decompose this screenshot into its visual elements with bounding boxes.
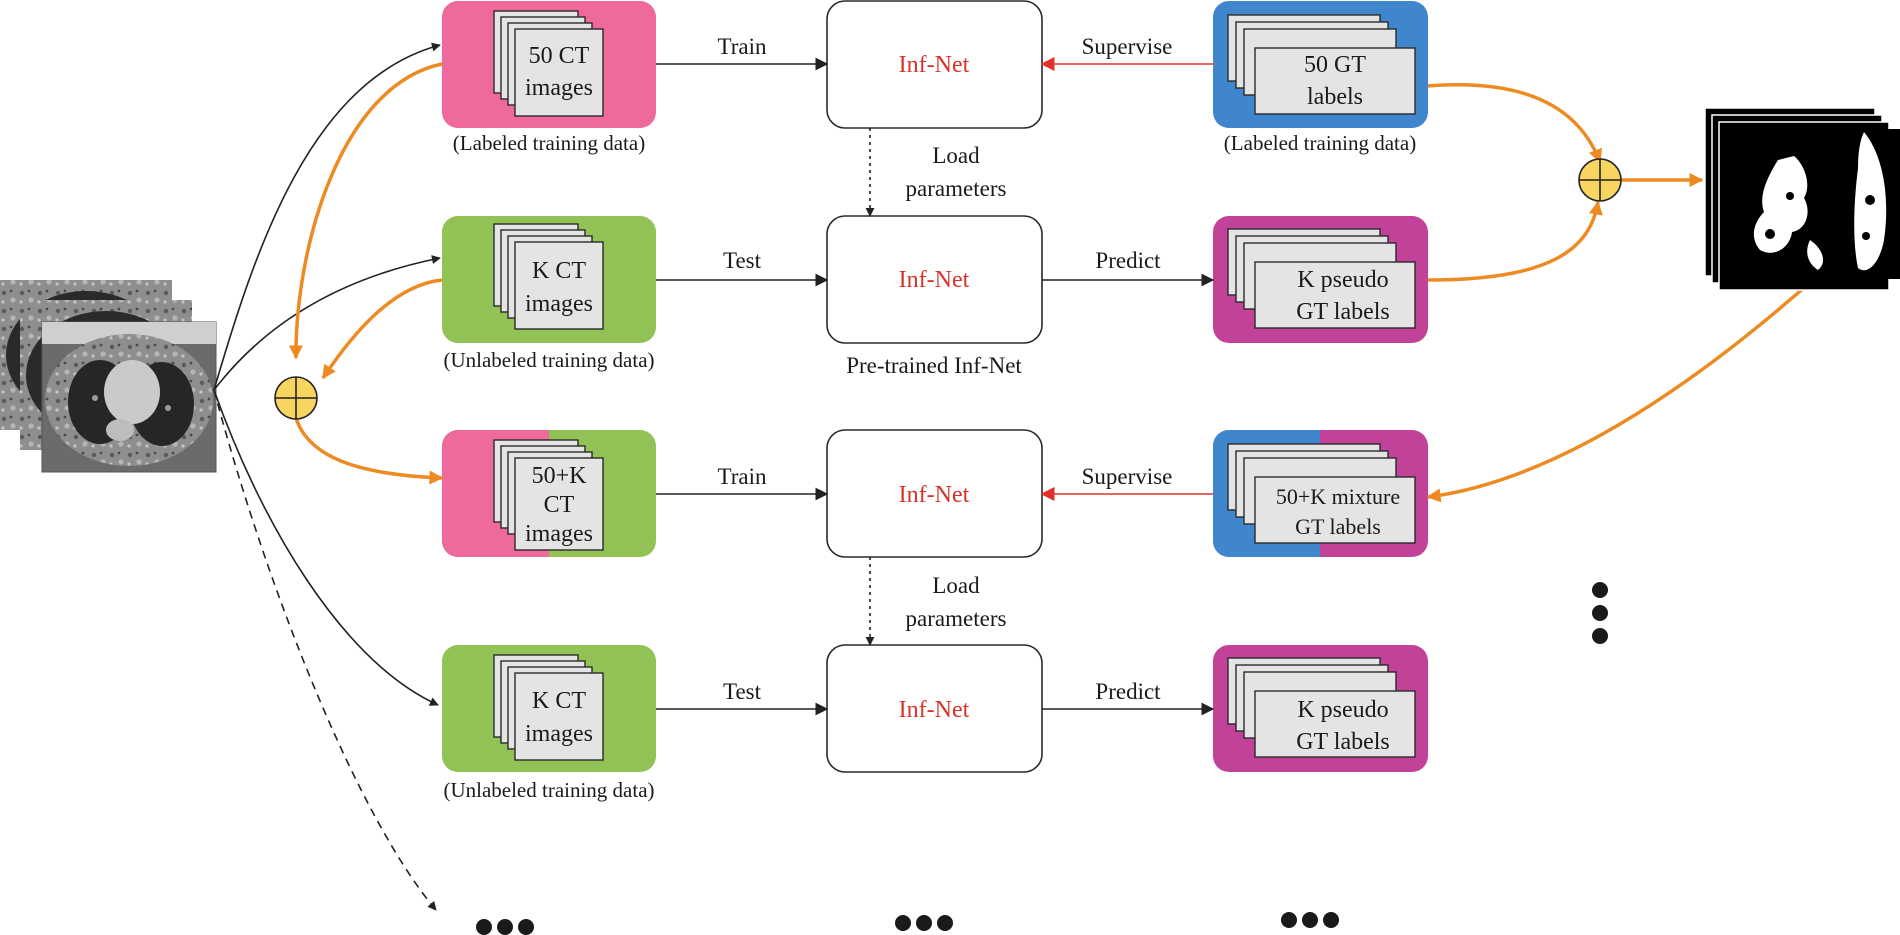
load-params-2-line2: parameters xyxy=(906,606,1007,631)
merge-arrows xyxy=(288,62,1817,503)
merge-arrow-to-mixed-input xyxy=(294,417,444,485)
merge-arrow-labeled-images xyxy=(288,62,443,360)
output-text-row2-line1: K pseudo xyxy=(1297,267,1388,293)
output-caption-row1: (Labeled training data) xyxy=(1224,131,1416,155)
segmentation-mask-stack xyxy=(1704,107,1900,291)
ellipsis-vertical xyxy=(1592,582,1608,644)
input-caption-row1: (Labeled training data) xyxy=(453,131,645,155)
input-text-row4-line1: K CT xyxy=(532,688,586,714)
input-text-row3-line1: 50+K xyxy=(532,463,588,489)
action-label-row3: Train xyxy=(718,464,767,489)
input-card-stack-row2 xyxy=(493,223,604,330)
ellipsis-output-column xyxy=(1281,912,1339,928)
action-label-row1: Train xyxy=(718,34,767,59)
segmentation-mask xyxy=(1726,129,1900,279)
output-card-stack-row1 xyxy=(1227,14,1416,115)
inf-net-label-row2: Inf-Net xyxy=(899,267,970,293)
feedback-label-row2: Predict xyxy=(1095,248,1161,273)
output-text-row3-line2: GT labels xyxy=(1295,514,1381,539)
ellipsis-input-column xyxy=(476,919,534,935)
merge-arrow-pseudo-labels xyxy=(1427,200,1603,282)
feed-arrow-row4 xyxy=(213,389,439,706)
output-text-row4-line2: GT labels xyxy=(1296,729,1390,755)
merge-arrow-gt-labels xyxy=(1427,83,1603,164)
load-params-1-line2: parameters xyxy=(906,176,1007,201)
feed-arrow-continue xyxy=(213,389,437,911)
output-card-stack-row3 xyxy=(1227,443,1416,544)
input-text-row4-line2: images xyxy=(525,721,593,747)
ct-slice xyxy=(41,321,217,473)
input-card-stack-row3 xyxy=(493,439,604,551)
input-feed-arrows xyxy=(213,42,441,911)
feed-arrow-row2 xyxy=(213,255,441,391)
input-card-stack-row1 xyxy=(493,10,604,117)
input-card-stack-row4 xyxy=(493,654,604,761)
output-text-row1-line1: 50 GT xyxy=(1304,52,1366,78)
sum-node-left xyxy=(274,376,318,420)
output-card-stack-row4 xyxy=(1227,657,1416,758)
pretrained-caption: Pre-trained Inf-Net xyxy=(846,353,1022,378)
input-text-row3-line3: images xyxy=(525,521,593,547)
text-labels: 50 CT images (Labeled training data) Tra… xyxy=(443,34,1416,802)
load-params-2-line1: Load xyxy=(932,573,980,598)
inf-net-label-row4: Inf-Net xyxy=(899,697,970,723)
output-card-stack-row2 xyxy=(1227,228,1416,329)
ct-scan-stack xyxy=(0,280,217,473)
output-text-row2-line2: GT labels xyxy=(1296,299,1390,325)
feedback-label-row3: Supervise xyxy=(1082,464,1173,489)
load-params-1-line1: Load xyxy=(932,143,980,168)
output-text-row1-line2: labels xyxy=(1307,84,1363,110)
feedback-label-row4: Predict xyxy=(1095,679,1161,704)
merge-arrow-to-mixture-labels xyxy=(1426,276,1817,503)
output-text-row4-line1: K pseudo xyxy=(1297,697,1388,723)
input-caption-row4: (Unlabeled training data) xyxy=(443,778,654,802)
action-label-row4: Test xyxy=(723,679,762,704)
ellipsis-net-column xyxy=(895,915,953,931)
input-text-row1-line1: 50 CT xyxy=(529,43,590,69)
inf-net-label-row1: Inf-Net xyxy=(899,52,970,78)
flow-arrows xyxy=(656,57,1215,716)
feed-arrow-row1 xyxy=(213,42,441,391)
output-text-row3-line1: 50+K mixture xyxy=(1276,484,1400,509)
input-text-row2-line1: K CT xyxy=(532,258,586,284)
ellipsis-dots xyxy=(476,582,1608,935)
merge-arrow-unlabeled-images xyxy=(321,278,443,380)
input-text-row1-line2: images xyxy=(525,75,593,101)
input-text-row2-line2: images xyxy=(525,291,593,317)
action-label-row2: Test xyxy=(723,248,762,273)
input-text-row3-line2: CT xyxy=(544,492,575,518)
input-caption-row2: (Unlabeled training data) xyxy=(443,348,654,372)
inf-net-label-row3: Inf-Net xyxy=(899,482,970,508)
sum-node-right xyxy=(1578,158,1622,202)
feedback-label-row1: Supervise xyxy=(1082,34,1173,59)
